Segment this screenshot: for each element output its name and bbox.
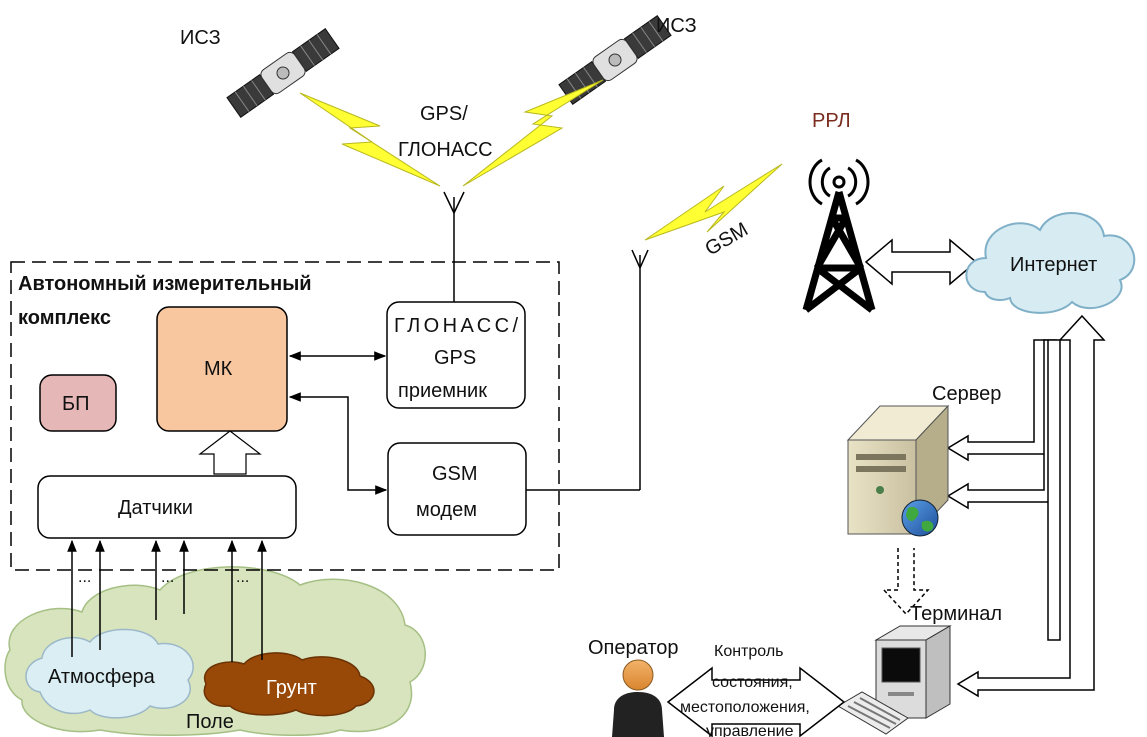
soil-blob-shape — [203, 652, 375, 717]
operator-person-icon — [612, 659, 664, 737]
server-terminal-arrow — [882, 548, 930, 616]
receiver-line3: приемник — [398, 380, 487, 402]
keyboard-icon — [837, 691, 909, 735]
mk-modem-link — [288, 392, 388, 495]
gsm-lightning-icon — [644, 163, 783, 241]
modem-line2: модем — [416, 499, 477, 521]
control-double-arrow — [666, 666, 846, 737]
satellite-left-label: ИСЗ — [180, 27, 221, 49]
satellite-right-label: ИСЗ — [656, 15, 697, 37]
satellite-left-icon — [226, 28, 340, 118]
atmosphere-cloud-shape — [25, 628, 194, 719]
gsm-antenna-icon — [631, 249, 649, 490]
sensor-dots-3: ... — [236, 569, 249, 586]
server-label: Сервер — [932, 383, 1001, 405]
mk-label: МК — [204, 358, 233, 380]
sensor-dots-2: ... — [161, 569, 174, 586]
rrl-label: РРЛ — [812, 110, 851, 132]
complex-title-line1: Автономный измерительный — [18, 273, 312, 295]
bp-label: БП — [62, 393, 90, 415]
internet-label: Интернет — [1010, 254, 1097, 276]
gnss-label-line2: ГЛОНАСС — [398, 139, 493, 161]
autonomous-complex-frame — [10, 261, 560, 571]
internet-distribution-arrows — [946, 314, 1106, 698]
receiver-block — [386, 301, 526, 409]
satellite-right-icon — [558, 15, 672, 105]
control-line1: Контроль — [714, 643, 784, 660]
gnss-label-line1: GPS/ — [420, 103, 468, 125]
control-line3: местоположения, — [680, 699, 810, 716]
atmosphere-label: Атмосфера — [48, 666, 156, 688]
gsm-link-label: GSM — [702, 218, 752, 260]
bp-block — [39, 374, 117, 432]
sensors-to-mk-arrow — [198, 430, 262, 475]
terminal-computer-icon — [874, 625, 952, 719]
control-line4: управление — [706, 723, 794, 737]
receiver-line2: GPS — [434, 347, 476, 369]
tower-internet-link-icon — [864, 238, 978, 286]
complex-title-line2: комплекс — [18, 307, 111, 329]
modem-block — [387, 442, 527, 536]
soil-label: Грунт — [266, 677, 317, 699]
sensor-input-arrows — [67, 539, 267, 662]
sensors-label: Датчики — [118, 497, 193, 519]
server-icon — [846, 404, 950, 536]
operator-label: Оператор — [588, 637, 679, 659]
field-label: Поле — [186, 711, 234, 733]
radio-tower-icon — [802, 158, 876, 313]
gnss-lightning-left-icon — [299, 92, 441, 187]
gnss-antenna-icon — [443, 191, 465, 302]
modem-line1: GSM — [432, 463, 478, 485]
receiver-line1: ГЛОНАСС/ — [394, 315, 518, 337]
globe-icon — [901, 499, 939, 537]
sensors-block — [37, 475, 297, 539]
sensor-dots-1: ... — [78, 569, 91, 586]
control-line2: состояния, — [712, 674, 793, 691]
mk-block — [156, 306, 288, 432]
internet-cloud-icon — [965, 211, 1136, 314]
terminal-label: Терминал — [910, 603, 1002, 625]
gnss-lightning-right-icon — [462, 79, 604, 187]
